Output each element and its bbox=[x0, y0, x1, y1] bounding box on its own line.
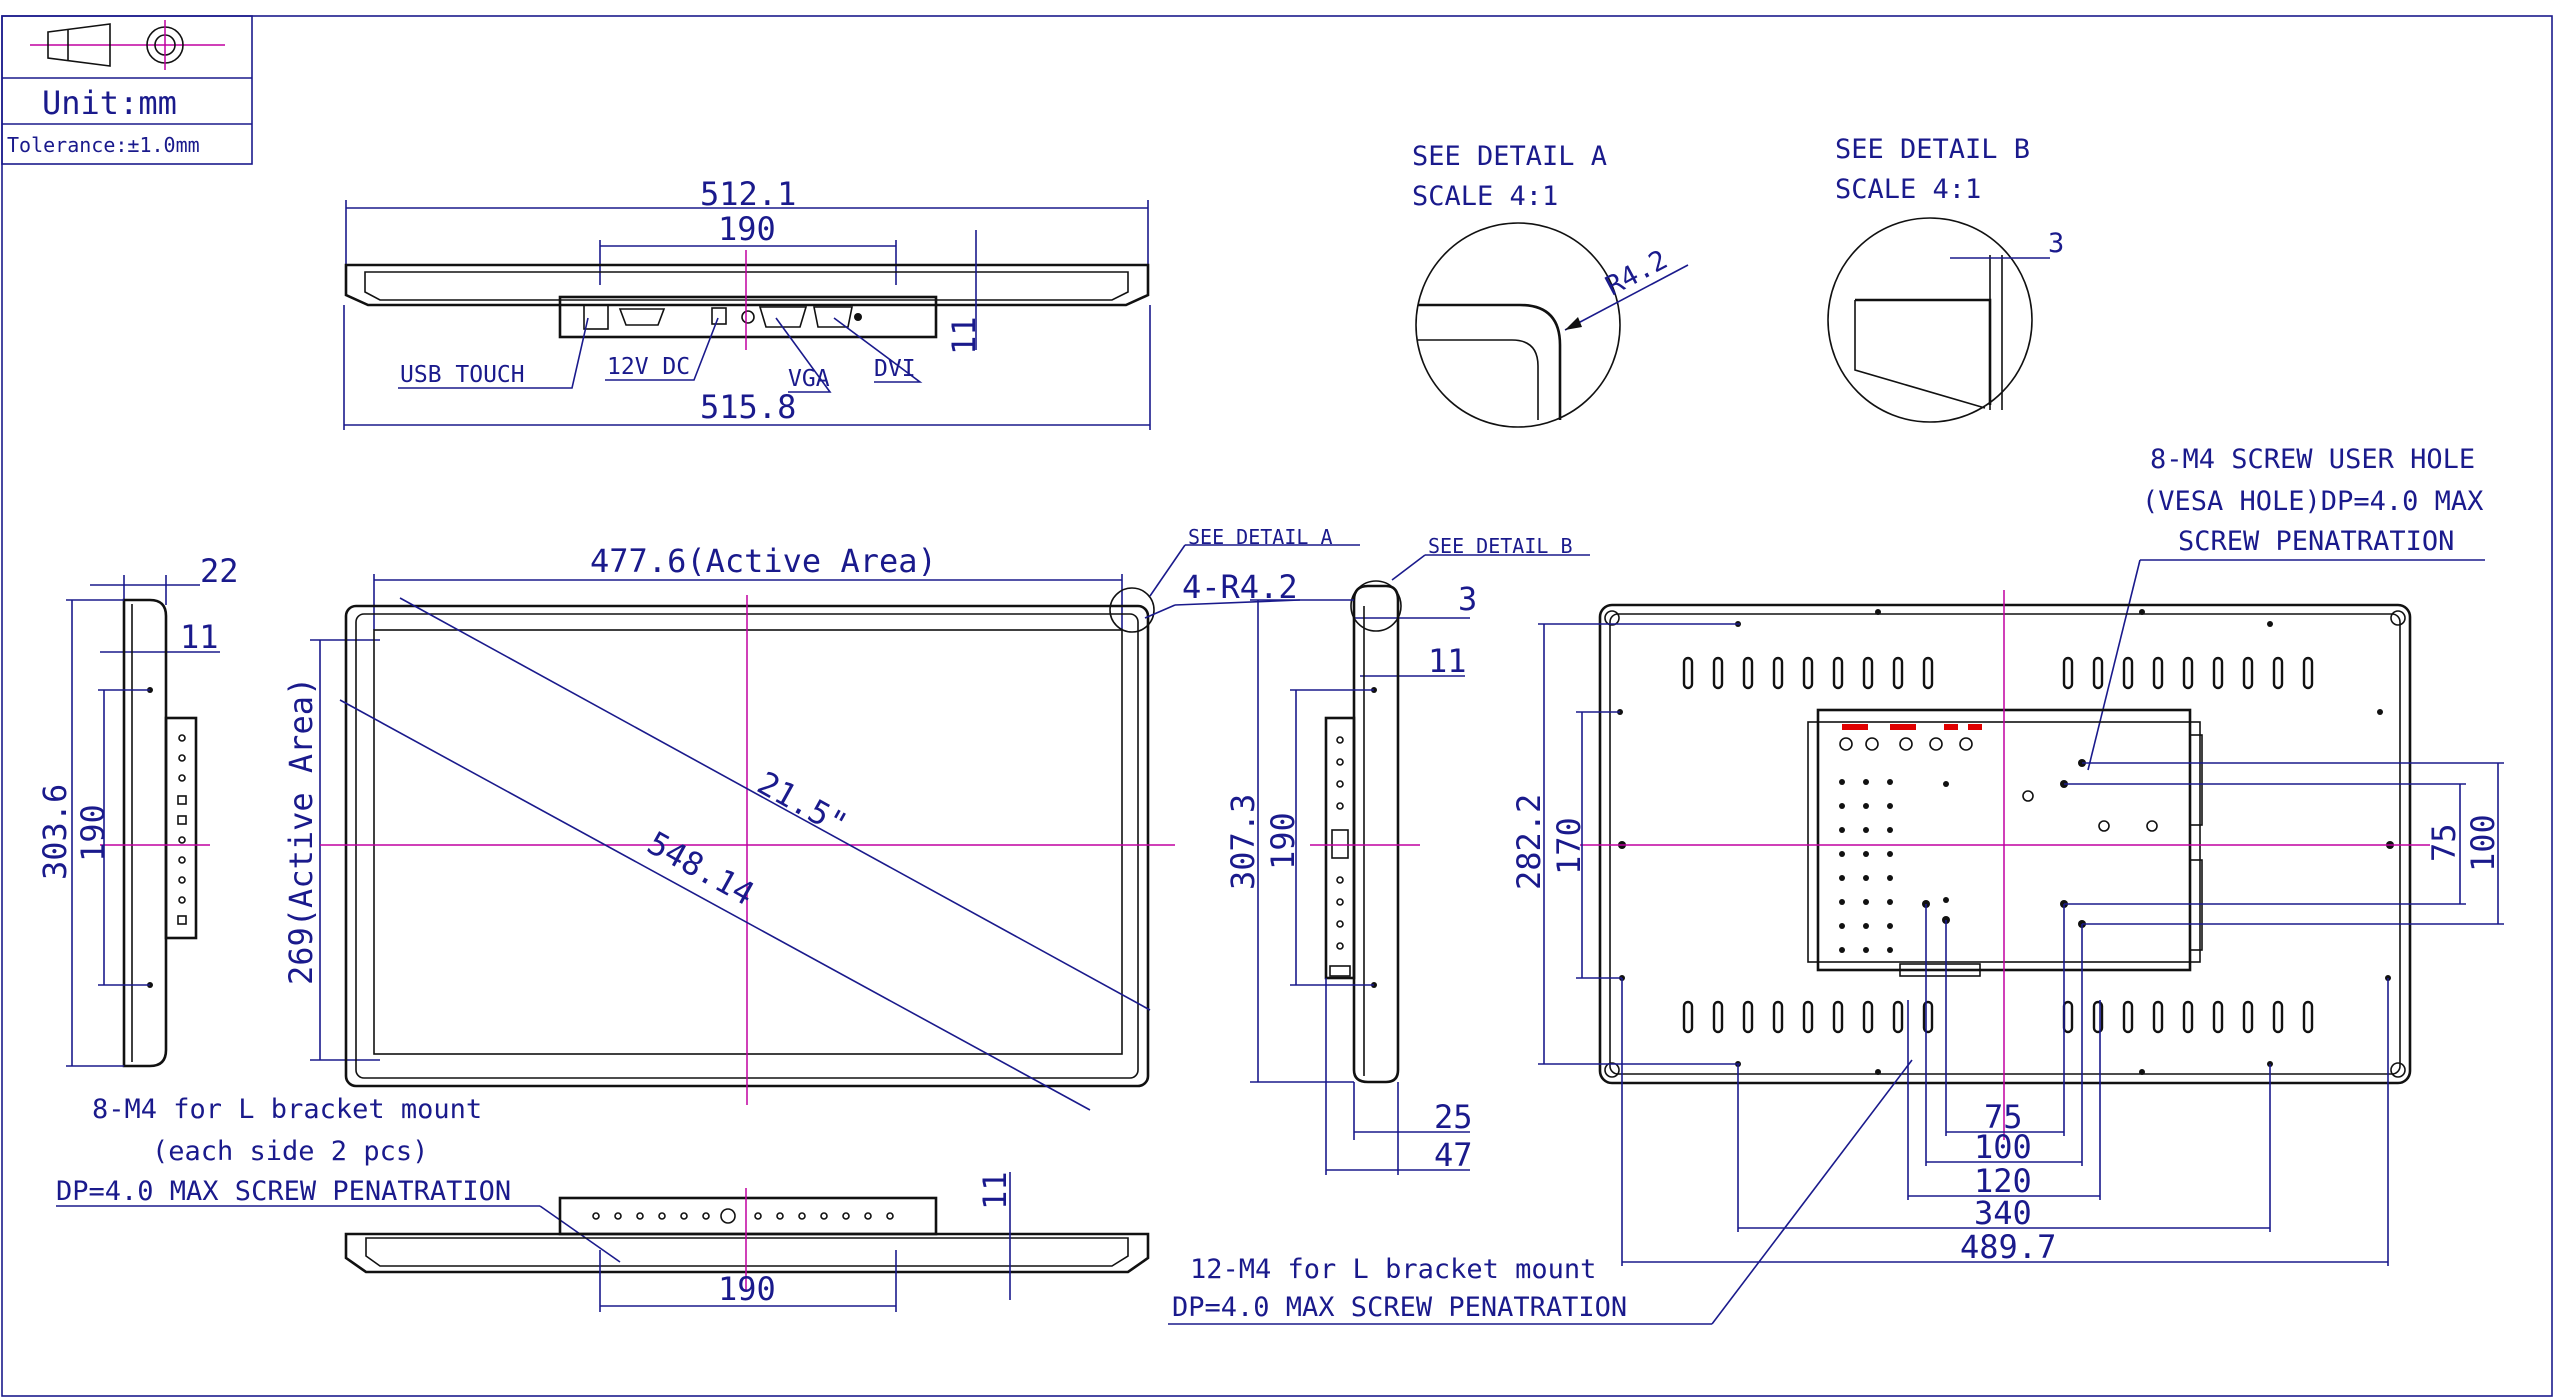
see-detail-a-callout: SEE DETAIL A bbox=[1188, 525, 1333, 549]
detail-a-scale: SCALE 4:1 bbox=[1412, 181, 1558, 212]
right-depth-a-dim: 25 bbox=[1434, 1098, 1473, 1136]
top-width-dim: 512.1 bbox=[700, 175, 796, 213]
connector-mark-3 bbox=[1944, 724, 1958, 730]
bottom-hole-span-dim: 190 bbox=[718, 1270, 776, 1308]
vent-slots-bottom bbox=[1682, 1000, 2314, 1034]
drawing-frame bbox=[1, 15, 2553, 1397]
left-hole-span-dim: 190 bbox=[74, 804, 112, 862]
top-connector-span-dim: 190 bbox=[718, 210, 776, 248]
dvi-port-icon bbox=[813, 306, 853, 328]
vesa-note-line1: 8-M4 SCREW USER HOLE bbox=[2150, 444, 2475, 475]
detail-b-offset: 3 bbox=[2048, 228, 2064, 259]
detail-b: SEE DETAIL B SCALE 4:1 3 bbox=[1827, 134, 2064, 423]
rear-view: 8-M4 SCREW USER HOLE (VESA HOLE)DP=4.0 M… bbox=[1168, 444, 2504, 1325]
right-depth-b-dim: 47 bbox=[1434, 1136, 1473, 1174]
vga-port-icon bbox=[758, 306, 808, 328]
left-bracket-offset-dim: 11 bbox=[180, 618, 219, 656]
rear-h-dim-489: 489.7 bbox=[1960, 1228, 2056, 1266]
active-height-dim: 269(Active Area) bbox=[282, 677, 320, 985]
left-connector-strip bbox=[164, 716, 198, 940]
usb-port-icon bbox=[583, 304, 609, 330]
rear-housing bbox=[1598, 603, 2412, 1085]
rear-h-dim-120: 120 bbox=[1974, 1162, 2032, 1200]
top-depth-dim: 11 bbox=[945, 316, 983, 355]
left-depth-dim: 22 bbox=[200, 552, 239, 590]
rear-h-dim-340: 340 bbox=[1974, 1194, 2032, 1232]
right-side-view: SEE DETAIL B 3 11 307.3 190 bbox=[1224, 534, 1590, 1175]
vesa-note-line3: SCREW PENATRATION bbox=[2178, 526, 2454, 557]
vent-slots-top bbox=[1682, 656, 2314, 690]
detail-a-title: SEE DETAIL A bbox=[1412, 141, 1607, 172]
connector-mark-1 bbox=[1842, 724, 1868, 730]
detail-a-radius: R4.2 bbox=[1601, 244, 1673, 302]
connector-panel bbox=[558, 295, 938, 339]
rear-vesa-small-v-dim: 75 bbox=[2425, 823, 2463, 862]
left-height-dim: 303.6 bbox=[36, 784, 74, 880]
right-hole-span-dim: 190 bbox=[1264, 812, 1302, 870]
rear-bracket-note-line2: DP=4.0 MAX SCREW PENATRATION bbox=[1172, 1292, 1627, 1323]
vesa-note-line2: (VESA HOLE)DP=4.0 MAX bbox=[2142, 486, 2483, 517]
bottom-depth-dim: 11 bbox=[976, 1171, 1014, 1210]
left-note-line2: (each side 2 pcs) bbox=[152, 1136, 428, 1167]
connector-mark-4 bbox=[1968, 724, 1982, 730]
bottom-body-outline bbox=[344, 1232, 1150, 1274]
detail-b-scale: SCALE 4:1 bbox=[1835, 174, 1981, 205]
left-note-line3: DP=4.0 MAX SCREW PENATRATION bbox=[56, 1176, 511, 1207]
detail-b-title: SEE DETAIL B bbox=[1835, 134, 2030, 165]
active-area bbox=[373, 629, 1123, 1055]
projection-symbol-icon bbox=[30, 20, 225, 70]
vga-label: VGA bbox=[788, 366, 830, 392]
right-connector-strip bbox=[1324, 716, 1356, 980]
rear-h-dim-75: 75 bbox=[1984, 1098, 2023, 1136]
dc-label: 12V DC bbox=[607, 354, 690, 380]
rear-bracket-note-line1: 12-M4 for L bracket mount bbox=[1190, 1254, 1596, 1285]
unit-label: Unit:mm bbox=[42, 84, 177, 122]
bottom-connector-panel bbox=[558, 1196, 938, 1236]
left-note-line1: 8-M4 for L bracket mount bbox=[92, 1094, 482, 1125]
connector-mark-2 bbox=[1890, 724, 1916, 730]
detail-a: SEE DETAIL A SCALE 4:1 R4.2 bbox=[1412, 141, 1689, 428]
right-bracket-offset-dim: 11 bbox=[1428, 642, 1467, 680]
top-bottom-width-dim: 515.8 bbox=[700, 388, 796, 426]
diagonal-inch-dim: 21.5" bbox=[751, 764, 854, 844]
right-height-dim: 307.3 bbox=[1224, 794, 1262, 890]
title-block: Unit:mm Tolerance:±1.0mm bbox=[1, 15, 253, 165]
rear-inner-height-dim: 170 bbox=[1550, 817, 1588, 875]
dvi-label: DVI bbox=[874, 356, 916, 382]
right-bezel-dim: 3 bbox=[1458, 580, 1477, 618]
rear-vesa-large-v-dim: 100 bbox=[2464, 814, 2502, 872]
left-side-view: 22 11 303.6 190 8-M4 for L bracket mount… bbox=[36, 552, 621, 1263]
top-view: 512.1 190 11 515.8 USB TOUCH 12V DC VGA bbox=[343, 175, 1151, 430]
tolerance-label: Tolerance:±1.0mm bbox=[7, 133, 200, 157]
diagonal-mm-dim: 548.14 bbox=[641, 824, 761, 913]
rear-height-dim: 282.2 bbox=[1510, 794, 1548, 890]
top-body-outline bbox=[344, 263, 1150, 307]
usb-touch-label: USB TOUCH bbox=[400, 362, 525, 388]
rear-h-dim-100: 100 bbox=[1974, 1128, 2032, 1166]
see-detail-b-callout: SEE DETAIL B bbox=[1428, 534, 1573, 558]
bottom-view: 11 190 bbox=[344, 1171, 1150, 1312]
left-side-body bbox=[122, 598, 168, 1068]
active-width-dim: 477.6(Active Area) bbox=[590, 542, 937, 580]
front-view: 477.6(Active Area) 269(Active Area) 21.5… bbox=[282, 525, 1360, 1111]
right-side-body bbox=[1352, 584, 1400, 1084]
